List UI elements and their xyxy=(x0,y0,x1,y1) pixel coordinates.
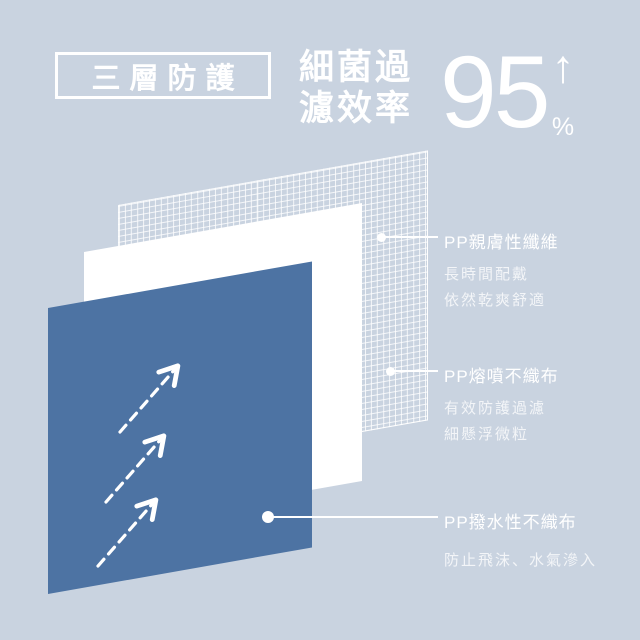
badge-label: 三層防護 xyxy=(91,62,244,95)
stat-value: 95 xyxy=(440,35,550,149)
annotation-label-meltblown: PP熔噴不織布 xyxy=(444,367,559,386)
annotation-desc-line: 防止飛沫、水氣滲入 xyxy=(444,552,598,569)
annotation-desc-meltblown: 有效防護過濾 細懸浮微粒 xyxy=(444,396,546,448)
filtration-title: 細菌過 濾效率 xyxy=(299,47,413,129)
filtration-stat: 95 ↑ % xyxy=(440,35,575,149)
badge-three-layer-protection: 三層防護 xyxy=(55,52,271,99)
annotation-desc-line: 長時間配戴 xyxy=(444,266,530,283)
connector-line-water-repellent xyxy=(267,516,438,518)
annotation-desc-line: 細懸浮微粒 xyxy=(444,426,530,443)
annotation-desc-line: 依然乾爽舒適 xyxy=(444,292,547,309)
connector-line-skin-fiber xyxy=(381,236,438,238)
stat-unit: % xyxy=(551,113,575,141)
title-line1: 細菌過 xyxy=(299,48,414,87)
stat-side: ↑ % xyxy=(551,40,575,141)
annotation-desc-water-repellent: 防止飛沫、水氣滲入 xyxy=(444,548,597,574)
airflow-arrows-icon xyxy=(96,363,181,568)
annotation-desc-skin-fiber: 長時間配戴 依然乾爽舒適 xyxy=(444,262,546,314)
annotation-desc-line: 有效防護過濾 xyxy=(444,400,547,417)
up-arrow-icon: ↑ xyxy=(551,40,575,92)
connector-line-meltblown xyxy=(390,370,438,372)
annotation-label-water-repellent: PP撥水性不織布 xyxy=(444,513,577,532)
title-line2: 濾效率 xyxy=(299,89,414,128)
annotation-label-skin-fiber: PP親膚性纖維 xyxy=(444,233,559,252)
